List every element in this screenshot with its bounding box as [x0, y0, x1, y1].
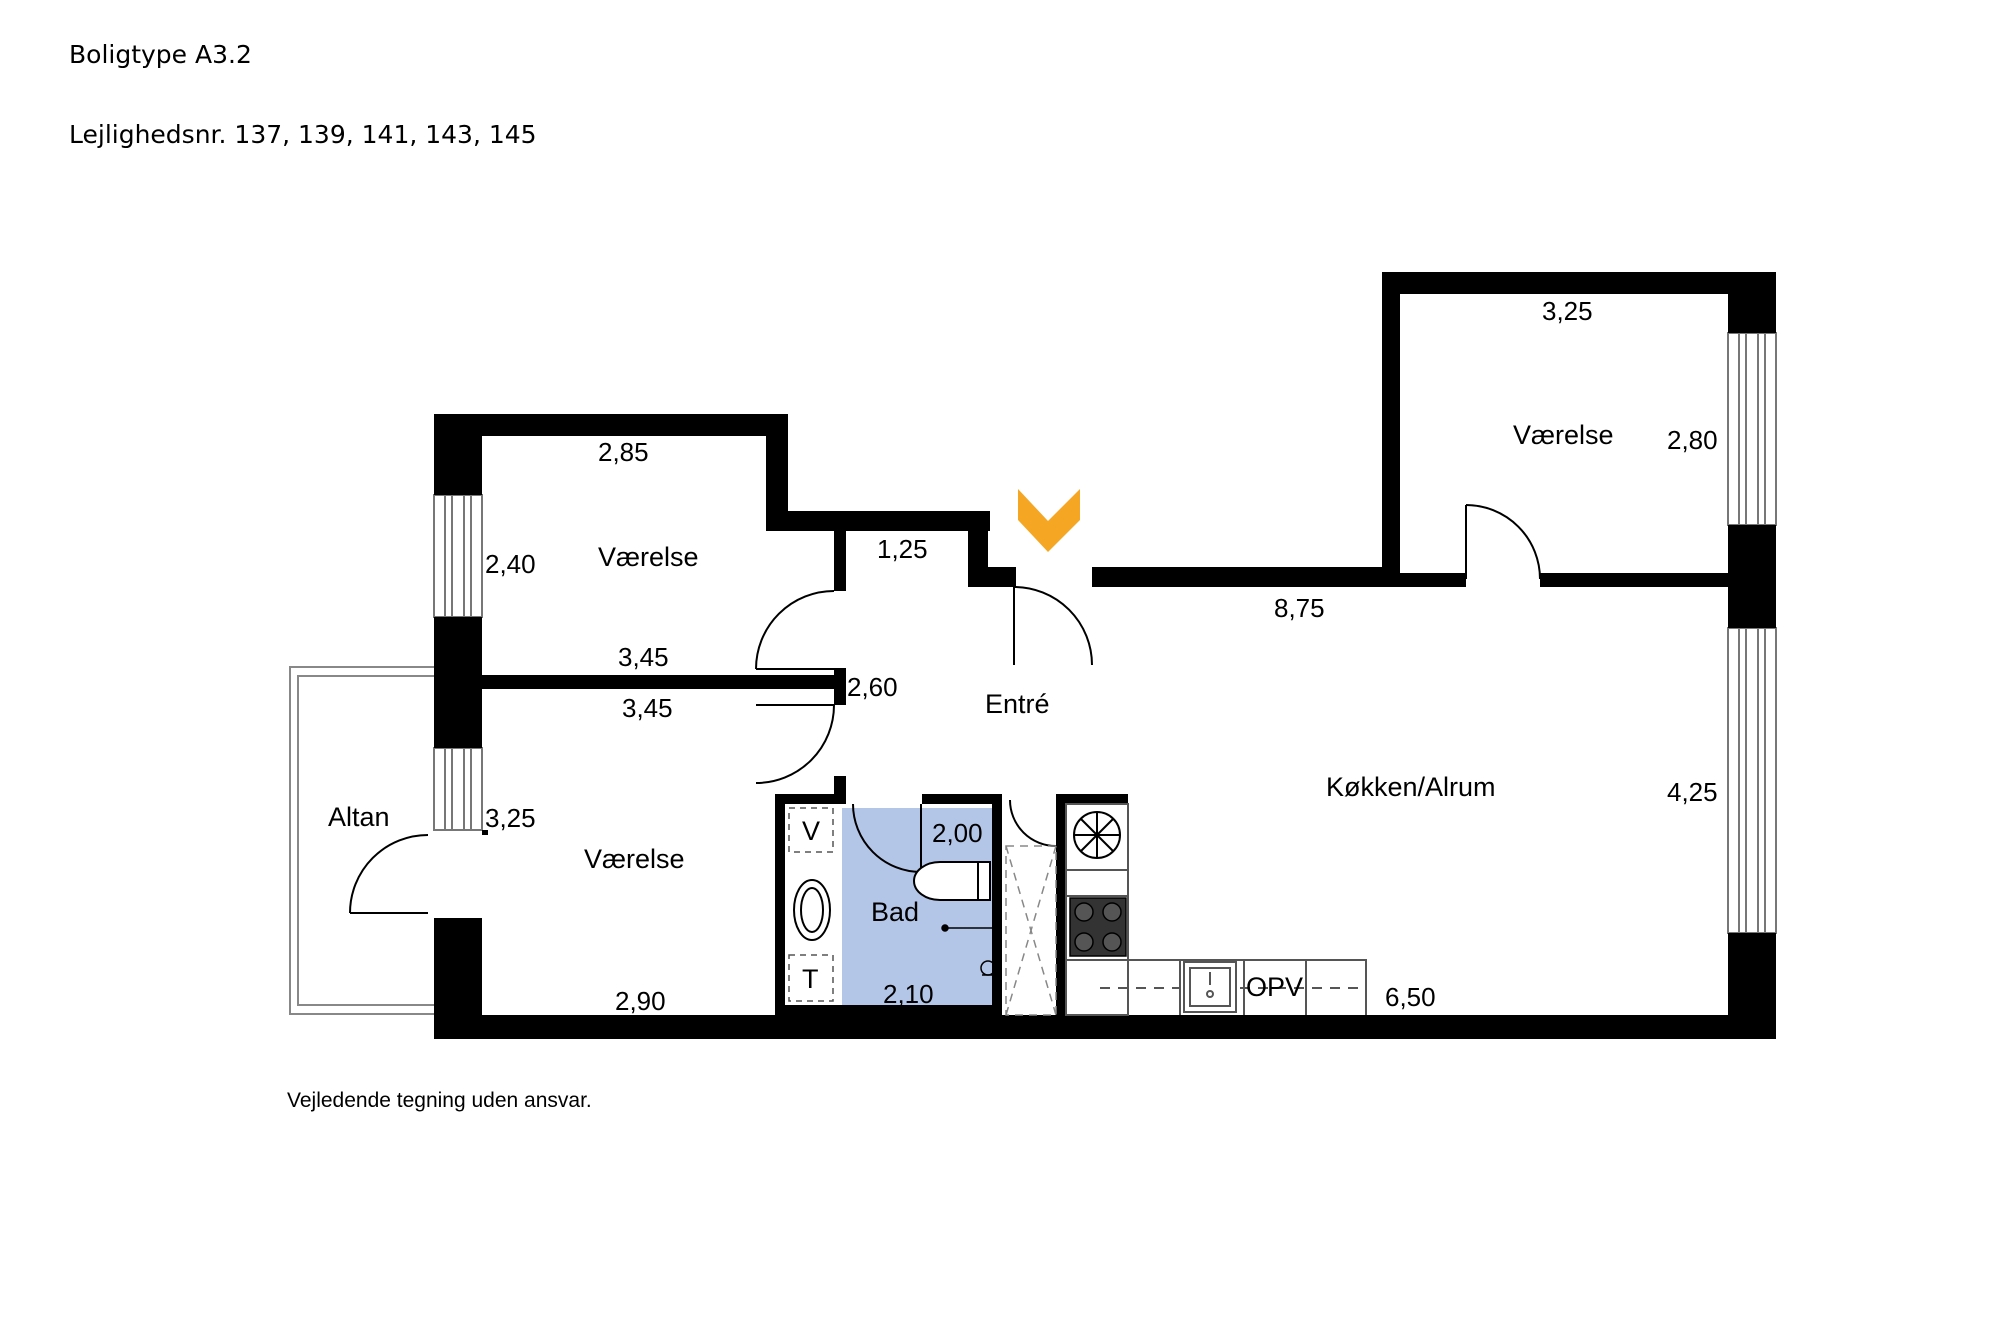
apartment-numbers: Lejlighedsnr. 137, 139, 141, 143, 145 — [69, 120, 537, 149]
dim-hall-width: 1,25 — [877, 534, 928, 564]
room-label-balcony: Altan — [328, 802, 390, 832]
doors — [349, 504, 1541, 914]
room-label-kitchen: Køkken/Alrum — [1326, 772, 1496, 802]
dim-upper-bedroom-depth: 2,40 — [485, 549, 536, 579]
shaft — [1005, 845, 1057, 1016]
dim-kitchen-length: 8,75 — [1274, 593, 1325, 623]
room-label-entre: Entré — [985, 689, 1050, 719]
room-label-bedroom-right: Værelse — [1513, 420, 1614, 450]
shower-icon — [941, 924, 998, 976]
dim-lower-bedroom-depth: 3,25 — [485, 803, 536, 833]
dim-hall-depth: 2,60 — [847, 672, 898, 702]
dim-kitchen-depth: 4,25 — [1667, 777, 1718, 807]
kitchen-sink-icon — [1183, 961, 1237, 1013]
dim-bath-width: 2,10 — [883, 979, 934, 1009]
room-label-bath: Bad — [871, 897, 919, 927]
dim-upper-bedroom-bottom: 3,45 — [618, 642, 669, 672]
room-label-utility: OPV — [1246, 972, 1303, 1002]
dim-upper-bedroom-width: 2,85 — [598, 437, 649, 467]
entrance-arrow-icon — [1018, 489, 1080, 552]
washbasin-icon — [793, 879, 831, 941]
dim-bath-depth: 2,00 — [932, 818, 983, 848]
stove-icon — [1069, 897, 1127, 957]
walls — [434, 272, 1776, 1039]
room-label-bedroom-lower: Værelse — [584, 844, 685, 874]
dim-right-bedroom-width: 3,25 — [1542, 296, 1593, 326]
toilet-icon — [913, 861, 991, 901]
dim-right-bedroom-depth: 2,80 — [1667, 425, 1718, 455]
fridge-icon — [1073, 811, 1121, 859]
dim-kitchen-width: 6,50 — [1385, 982, 1436, 1012]
washer-label: V — [802, 816, 820, 846]
dim-lower-bedroom-top: 3,45 — [622, 693, 673, 723]
bath-floor — [842, 808, 997, 1008]
dim-lower-bedroom-width: 2,90 — [615, 986, 666, 1016]
disclaimer-text: Vejledende tegning uden ansvar. — [287, 1089, 592, 1112]
balcony — [289, 666, 435, 1015]
plan-title: Boligtype A3.2 — [69, 40, 252, 69]
room-label-bedroom-upper: Værelse — [598, 542, 699, 572]
dryer-label: T — [802, 964, 819, 994]
washer-dryer-column — [788, 807, 834, 1002]
